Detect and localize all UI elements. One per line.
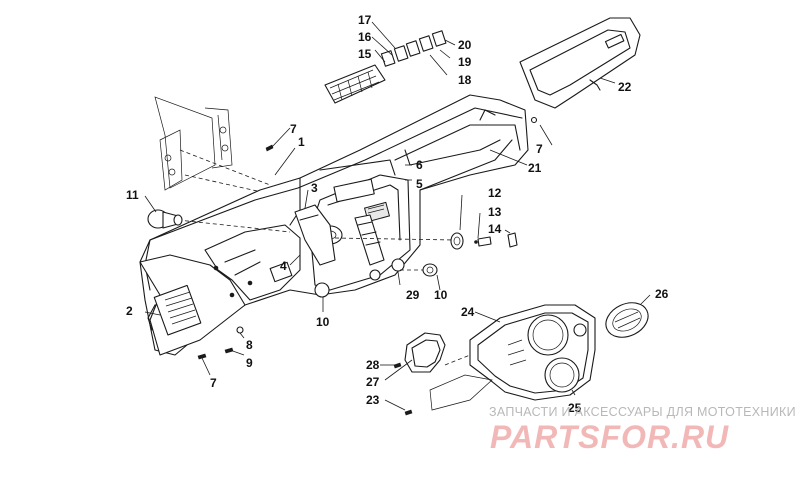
callout-13: 13 <box>488 205 502 219</box>
callout-10-bottom: 10 <box>316 315 330 329</box>
callout-6: 6 <box>416 158 423 172</box>
gauge-hood <box>519 17 641 109</box>
callout-17: 17 <box>358 13 372 27</box>
callout-19: 19 <box>458 55 472 69</box>
callout-7-right: 7 <box>536 142 543 156</box>
callout-15: 15 <box>358 47 372 61</box>
callout-8: 8 <box>246 338 253 352</box>
watermark-caption: ЗАПЧАСТИ И АКСЕССУАРЫ ДЛЯ МОТОТЕХНИКИ <box>489 405 796 419</box>
callout-24: 24 <box>461 305 475 319</box>
switch-panel <box>324 30 447 104</box>
watermark-logo-text: PARTSFOR.RU <box>490 419 729 454</box>
mounting-bracket <box>154 96 276 196</box>
callout-11: 11 <box>126 188 139 202</box>
callout-2: 2 <box>126 304 133 318</box>
callout-7-top: 7 <box>290 122 297 136</box>
instrument-cluster <box>393 302 649 416</box>
small-parts <box>147 116 538 360</box>
callout-23: 23 <box>366 393 380 407</box>
callout-22: 22 <box>618 80 632 94</box>
callout-7-bottom: 7 <box>210 376 217 390</box>
callout-21: 21 <box>528 161 542 175</box>
watermark-logo: PARTSFOR.RU <box>490 419 729 454</box>
callout-10-right: 10 <box>434 288 448 302</box>
callout-26: 26 <box>655 287 669 301</box>
callout-12: 12 <box>488 186 502 200</box>
callout-4: 4 <box>280 259 287 273</box>
callout-16: 16 <box>358 30 372 44</box>
leader-lines <box>144 21 651 411</box>
callout-5: 5 <box>416 177 423 191</box>
callout-1: 1 <box>298 135 305 149</box>
callout-3: 3 <box>311 181 318 195</box>
dash-panel <box>139 94 529 356</box>
callout-28: 28 <box>366 358 380 372</box>
callout-18: 18 <box>458 73 472 87</box>
callout-9: 9 <box>246 356 253 370</box>
callout-14: 14 <box>488 222 502 236</box>
callout-20: 20 <box>458 38 472 52</box>
callout-25: 25 <box>568 401 582 415</box>
callout-27: 27 <box>366 375 380 389</box>
callout-labels: 1 2 3 4 5 6 7 7 7 8 9 10 10 11 12 13 14 … <box>126 13 669 415</box>
callout-29: 29 <box>406 288 420 302</box>
